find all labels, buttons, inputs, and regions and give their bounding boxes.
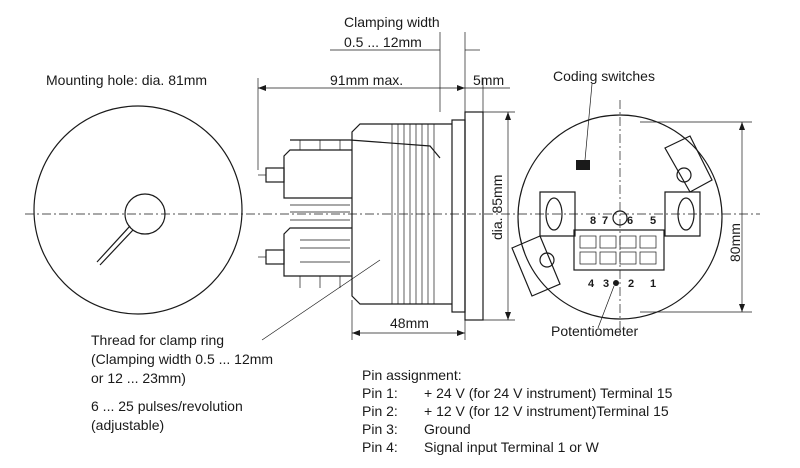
side-housing [351, 123, 452, 305]
bracket-right [664, 191, 701, 237]
clamp-upper-right [664, 135, 713, 193]
connector-num-3: 3 [603, 278, 610, 290]
pin-row: Pin 4: Signal input Terminal 1 or W [362, 439, 599, 456]
pin-row: Pin 3: Ground [362, 421, 471, 438]
front-needle [96, 225, 131, 263]
leader-thread [261, 259, 381, 341]
connector-num-8: 8 [590, 215, 597, 227]
pin-row: Pin 2: + 12 V (for 12 V instrument)Termi… [362, 403, 669, 420]
dimension-lines [257, 32, 752, 340]
pin-row: Pin 1: + 24 V (for 24 V instrument) Term… [362, 385, 672, 402]
pin-number: Pin 3: [362, 421, 398, 437]
side-bezel-flange [464, 111, 484, 321]
pin-description: Signal input Terminal 1 or W [424, 439, 599, 455]
pin-assignment-title: Pin assignment: [362, 367, 462, 383]
connector-body [573, 229, 665, 271]
rear-housing-circle [517, 114, 723, 320]
side-tabs [299, 140, 341, 288]
front-needle-edge [99, 229, 134, 266]
connector-num-7: 7 [602, 215, 609, 227]
body-48-label: 48mm [390, 315, 429, 331]
connector-num-4: 4 [588, 278, 595, 290]
leader-potentiometer [597, 285, 615, 329]
side-rear-lower [283, 227, 352, 277]
potentiometer-label: Potentiometer [551, 323, 639, 339]
side-thread-lines [391, 124, 435, 304]
bracket-left [539, 191, 576, 237]
connector-num-1: 1 [650, 278, 657, 290]
front-view [25, 105, 760, 315]
side-view [258, 111, 484, 321]
pin-number: Pin 2: [362, 403, 398, 419]
side-bracket-top [290, 139, 441, 159]
pulses-note-line2: (adjustable) [91, 417, 165, 433]
connector-num-5: 5 [650, 215, 657, 227]
side-inner-lines [290, 204, 350, 263]
height-80-label: 80mm [727, 223, 743, 262]
mounting-hole-label: Mounting hole: dia. 81mm [46, 72, 208, 88]
leader-coding-switches [584, 83, 593, 161]
clamp-lower-left [511, 235, 561, 297]
potentiometer-dial [612, 210, 628, 226]
thread-note-line1: Thread for clamp ring [91, 332, 225, 348]
stud-lower [265, 249, 285, 265]
pulses-note-line1: 6 ... 25 pulses/revolution [91, 398, 243, 414]
thread-note-line3: or 12 ... 23mm) [91, 370, 186, 386]
rear-view [511, 83, 723, 335]
pin-description: + 24 V (for 24 V instrument) Terminal 15 [424, 385, 673, 401]
pin-number: Pin 1: [362, 385, 398, 401]
diameter-85-label: dia. 85mm [489, 174, 505, 240]
coding-switches-label: Coding switches [553, 68, 655, 84]
pin-number: Pin 4: [362, 439, 398, 455]
pin-description: Ground [424, 421, 471, 437]
side-rear-upper [283, 149, 352, 199]
connector-pins [579, 235, 657, 265]
front-bezel-circle [33, 105, 243, 315]
clamping-width-title: Clamping width [344, 14, 440, 30]
bezel-depth-label: 5mm [473, 72, 505, 88]
connector-num-6: 6 [627, 215, 634, 227]
stud-upper [265, 167, 285, 183]
side-bezel-ring [451, 119, 466, 313]
coding-switch-block [576, 160, 590, 170]
potentiometer-adjust-point [613, 280, 619, 286]
clamping-width-range: 0.5 ... 12mm [344, 34, 422, 50]
max-depth-label: 91mm max. [330, 72, 404, 88]
pin-description: + 12 V (for 12 V instrument)Terminal 15 [424, 403, 669, 419]
thread-note-line2: (Clamping width 0.5 ... 12mm [91, 351, 274, 367]
connector-num-2: 2 [628, 278, 635, 290]
